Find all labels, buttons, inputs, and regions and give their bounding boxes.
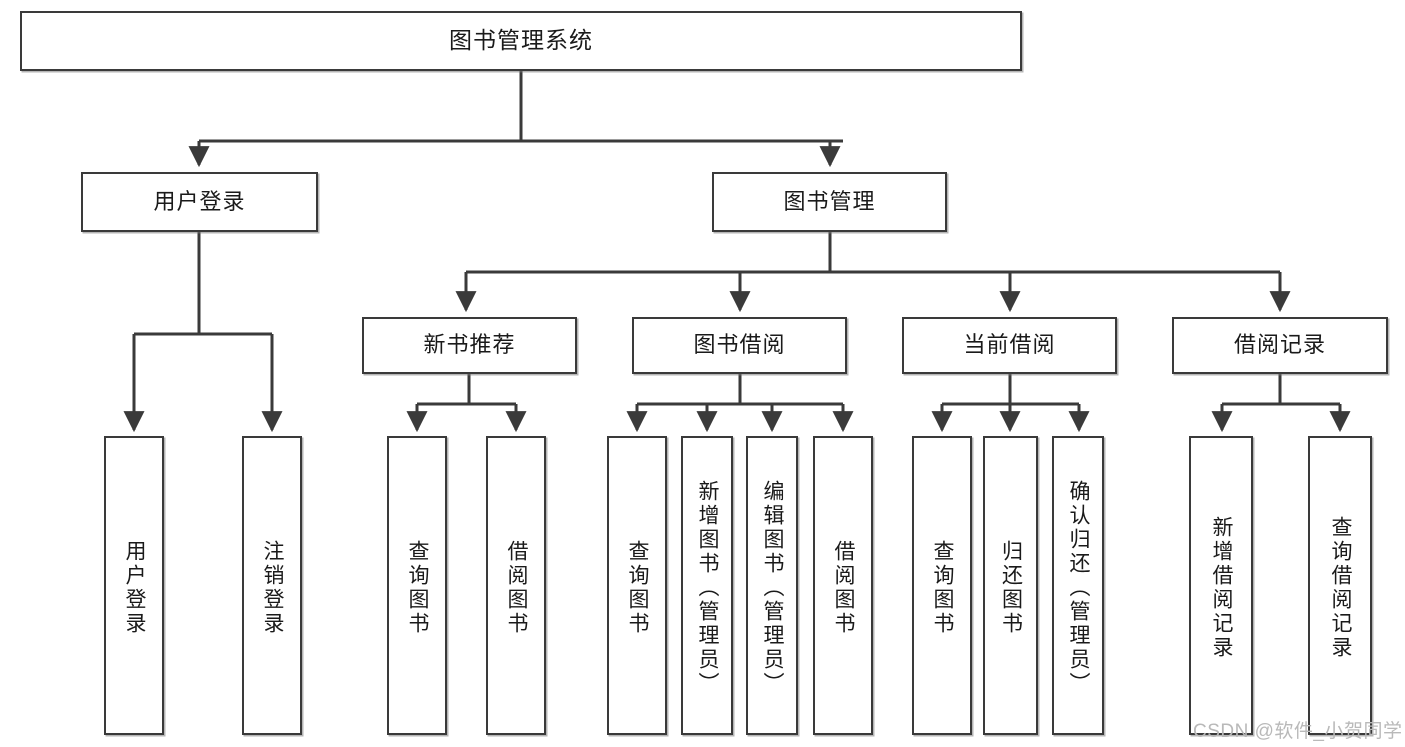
node-label: 图书管理 [783,188,876,214]
node-label: 确认归还（管理员） [1067,479,1090,696]
node-label: 新书推荐 [423,332,516,358]
node-label: 新增图书（管理员） [696,479,719,696]
node-leaf-query-book-2[interactable]: 查询图书 [607,436,667,735]
node-label: 查询图书 [931,539,954,636]
csdn-watermark: CSDN @软件_小贺同学 [1193,721,1403,742]
node-leaf-edit-book[interactable]: 编辑图书（管理员） [746,436,798,735]
node-label: 用户登录 [153,188,246,214]
node-leaf-query-book-1[interactable]: 查询图书 [387,436,447,735]
node-book-management-system[interactable]: 图书管理系统 [20,11,1022,71]
node-label: 查询图书 [406,539,429,636]
node-label: 新增借阅记录 [1210,515,1233,660]
node-leaf-add-record[interactable]: 新增借阅记录 [1189,436,1253,735]
node-label: 查询借阅记录 [1329,515,1352,660]
node-leaf-confirm-return[interactable]: 确认归还（管理员） [1052,436,1104,735]
node-label: 借阅记录 [1233,332,1326,358]
node-leaf-query-record[interactable]: 查询借阅记录 [1308,436,1372,735]
node-label: 当前借阅 [963,332,1056,358]
node-leaf-borrow-book-2[interactable]: 借阅图书 [813,436,873,735]
node-label: 注销登录 [261,539,284,636]
node-label: 编辑图书（管理员） [761,479,784,696]
node-label: 图书借阅 [693,332,786,358]
node-user-login[interactable]: 用户登录 [81,172,318,232]
node-leaf-borrow-book-1[interactable]: 借阅图书 [486,436,546,735]
node-label: 归还图书 [999,539,1023,636]
node-leaf-add-book[interactable]: 新增图书（管理员） [681,436,733,735]
node-label: 查询图书 [626,539,649,636]
node-leaf-logout-login[interactable]: 注销登录 [242,436,302,735]
node-label: 用户登录 [123,539,146,636]
node-leaf-user-login[interactable]: 用户登录 [104,436,164,735]
node-label: 借阅图书 [832,539,855,636]
node-label: 借阅图书 [505,539,528,636]
node-label: 图书管理系统 [449,27,593,54]
node-leaf-query-book-3[interactable]: 查询图书 [912,436,972,735]
node-borrow-record[interactable]: 借阅记录 [1172,317,1388,374]
node-leaf-return-book[interactable]: 归还图书 [983,436,1038,735]
node-book-borrow[interactable]: 图书借阅 [632,317,847,374]
node-current-borrow[interactable]: 当前借阅 [902,317,1117,374]
node-new-book-recommend[interactable]: 新书推荐 [362,317,577,374]
node-book-management[interactable]: 图书管理 [712,172,947,232]
